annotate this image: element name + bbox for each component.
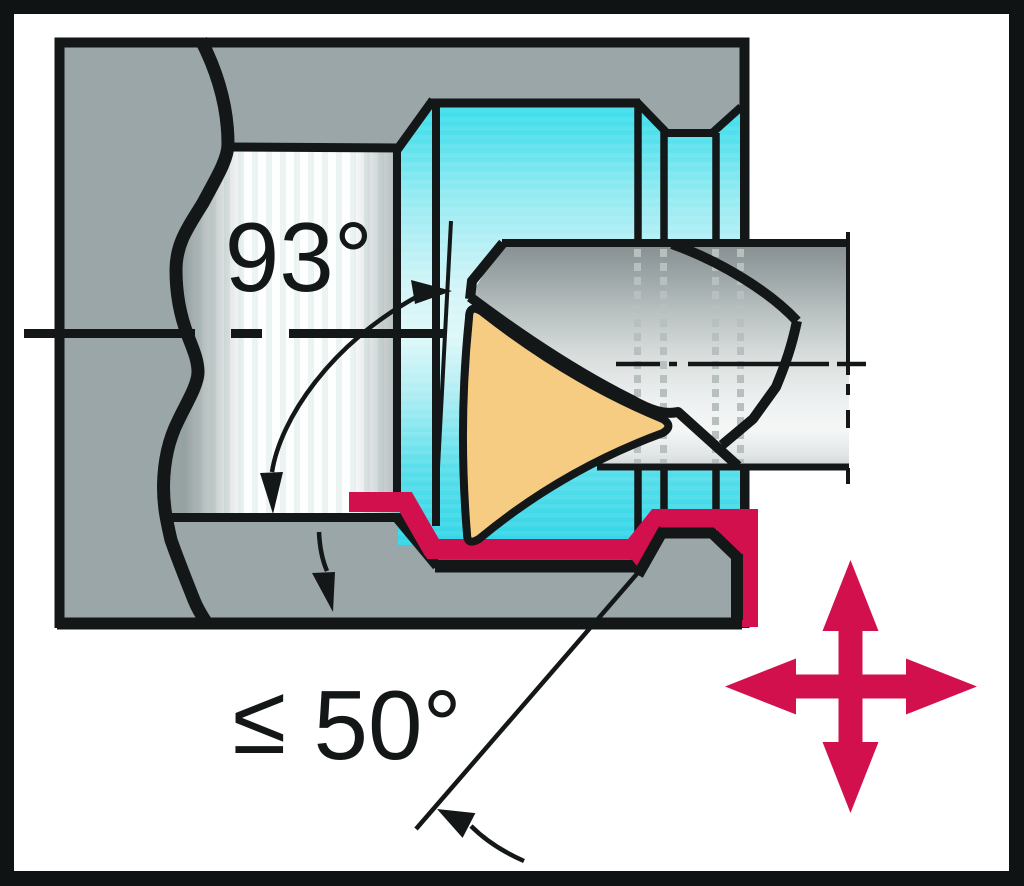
svg-text:≤ 50°: ≤ 50° xyxy=(233,664,462,780)
svg-text:93°: 93° xyxy=(225,202,373,312)
